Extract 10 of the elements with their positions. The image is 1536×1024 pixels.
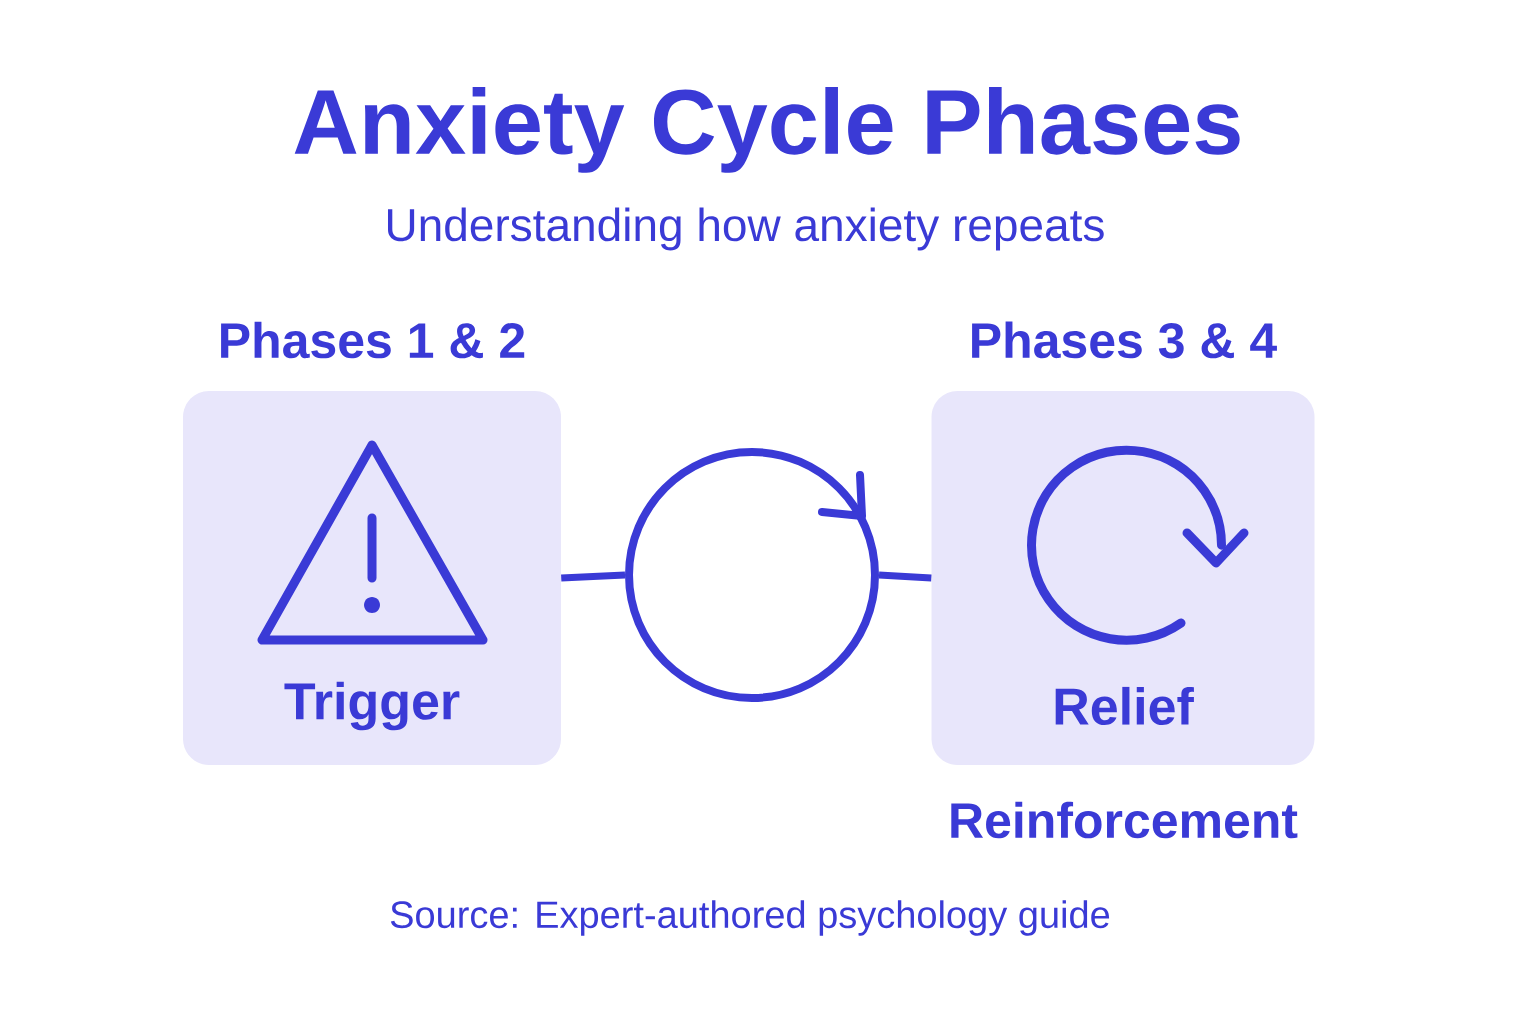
subtitle: Understanding how anxiety repeats	[388, 207, 1104, 251]
phase-heading: Phases 1 & 2	[221, 321, 525, 359]
caption: Source: Expert-authored psychology guide	[390, 900, 1110, 936]
connector-line	[878, 571, 932, 582]
phase-heading: Phases 3 & 4	[972, 321, 1277, 359]
cycle-circle	[625, 448, 879, 702]
phase-box: Relief	[931, 391, 1315, 765]
title: Anxiety Cycle Phases	[294, 87, 1240, 173]
phase-box: Trigger	[183, 391, 561, 765]
phase-note: Reinforcement	[951, 801, 1298, 839]
